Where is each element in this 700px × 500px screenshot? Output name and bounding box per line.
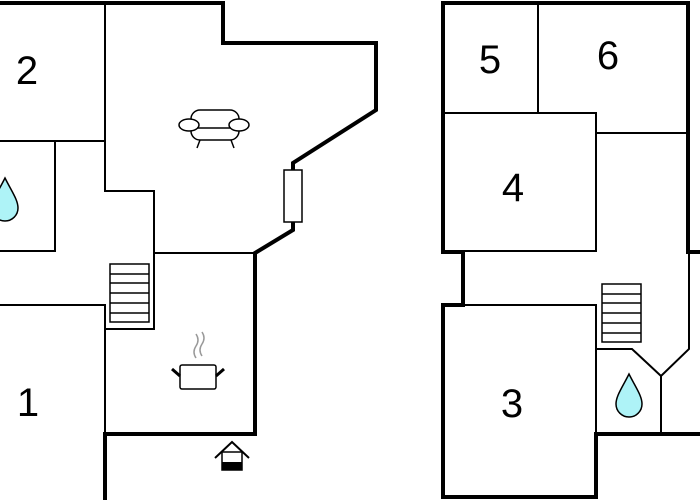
bathroom-wall bbox=[0, 141, 56, 252]
window-icon bbox=[283, 169, 303, 223]
outer-wall-right-floor bbox=[441, 1, 700, 499]
entrance-icon bbox=[214, 440, 250, 471]
wall bbox=[0, 304, 106, 434]
upper-floor: 5 6 4 3 bbox=[441, 1, 700, 499]
wall bbox=[104, 3, 155, 330]
room-2-label: 2 bbox=[16, 49, 38, 93]
stairs-icon bbox=[601, 283, 642, 343]
stairs-icon bbox=[109, 263, 150, 323]
outer-wall-left-floor bbox=[0, 1, 378, 172]
ground-floor: 2 1 bbox=[0, 1, 378, 500]
room-4-walls bbox=[442, 112, 597, 252]
sofa-icon bbox=[178, 109, 250, 149]
room-3-label: 3 bbox=[501, 382, 523, 426]
room-3-wall bbox=[463, 304, 597, 434]
water-drop-icon bbox=[615, 372, 643, 418]
outer-wall-left-floor-lower bbox=[103, 220, 295, 500]
room-1-label: 1 bbox=[17, 381, 39, 425]
cooking-pot-icon bbox=[171, 331, 225, 390]
room-6-label: 6 bbox=[597, 34, 619, 78]
room-4-label: 4 bbox=[502, 166, 524, 210]
room-5-label: 5 bbox=[479, 38, 501, 82]
water-drop-icon bbox=[0, 176, 19, 222]
